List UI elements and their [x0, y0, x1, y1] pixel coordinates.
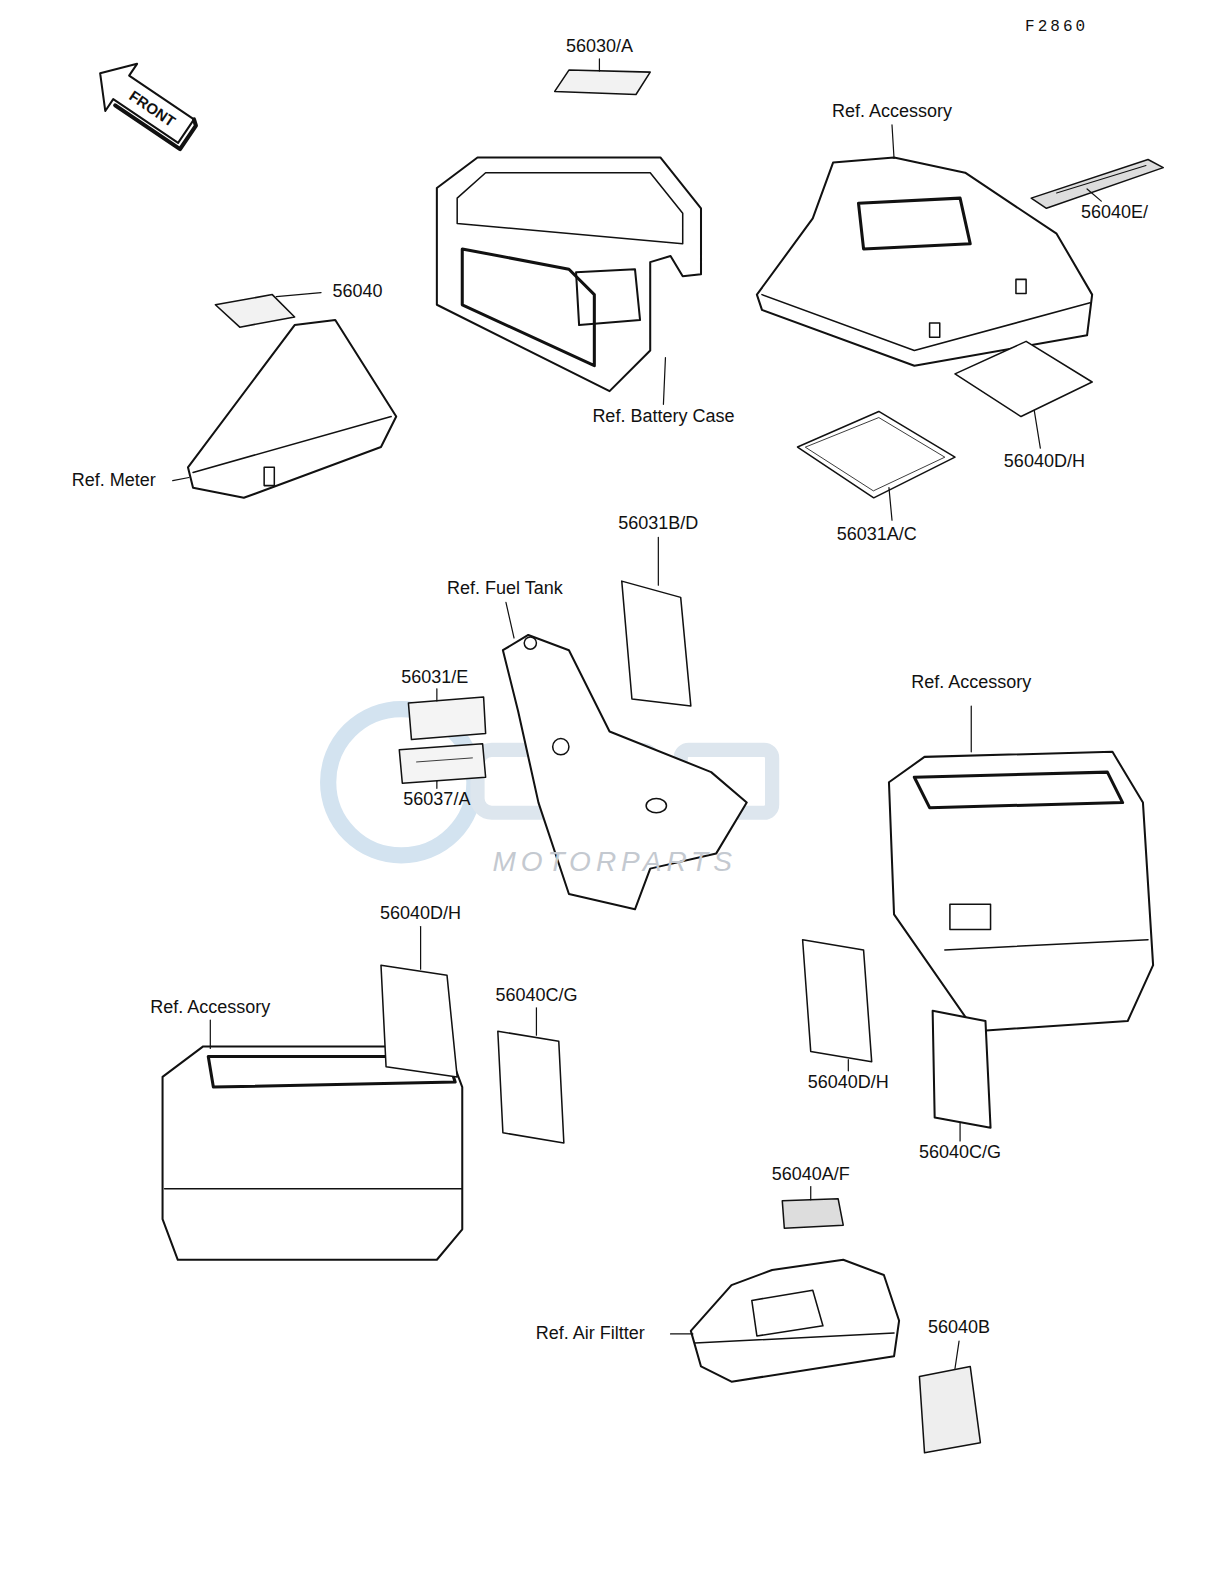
leader-line [210, 1020, 211, 1048]
leader-line [1087, 189, 1101, 201]
case-opening [914, 772, 1122, 808]
case-seam [762, 295, 1090, 351]
decal [803, 940, 872, 1062]
meter-stud [264, 467, 274, 485]
accessory-top-case [757, 157, 1092, 365]
leader-line [892, 125, 894, 159]
reference-label: Ref. Accessory [911, 673, 1031, 693]
accessory-side-case [163, 1046, 463, 1259]
callout-number: 56040D/H [808, 1073, 889, 1093]
decal [555, 70, 650, 94]
decal [215, 295, 294, 328]
callout-number: 56040A/F [772, 1166, 850, 1186]
leader-line [420, 927, 421, 970]
decal [399, 744, 485, 784]
decal-text-lines [417, 758, 473, 762]
leader-line [1034, 410, 1040, 448]
air-filter-seam [695, 1333, 894, 1343]
callout-number: 56030/A [566, 37, 633, 57]
callout-number: 56040B [928, 1318, 990, 1338]
air-filter-cover [691, 1260, 899, 1382]
leader-line [436, 689, 437, 701]
accessory-side-case [889, 752, 1153, 1031]
callout-number: 56040D/H [380, 904, 461, 924]
tank-filler [646, 799, 666, 813]
air-filter-intake [752, 1290, 823, 1336]
meter-seam [193, 417, 391, 473]
decal [798, 411, 955, 497]
decal [498, 1031, 564, 1143]
decal-stripe [1057, 166, 1146, 193]
leader-line [955, 1341, 959, 1368]
callout-number: 56040D/H [1004, 452, 1085, 472]
battery-case-panel [457, 173, 683, 244]
watermark: MOTORPARTS [492, 846, 736, 877]
decal [933, 1011, 991, 1128]
decal [381, 965, 457, 1077]
reference-label: Ref. Fuel Tank [447, 579, 563, 599]
leader-line [599, 59, 600, 71]
leader-line [671, 1333, 693, 1334]
callout-number: 56037/A [403, 790, 470, 810]
callout-number: 56040C/G [919, 1143, 1001, 1163]
decal [622, 581, 691, 706]
direction-label: FRONT [126, 87, 178, 130]
front-arrow-shadow [115, 78, 198, 149]
decal-border [806, 418, 945, 491]
decal [782, 1199, 843, 1228]
reference-label: Ref. Accessory [150, 998, 270, 1018]
case-latch [950, 904, 991, 929]
battery-case [437, 157, 701, 391]
case-latch [1016, 279, 1026, 293]
leader-line [971, 706, 972, 752]
decal [1031, 160, 1163, 209]
reference-label: Ref. Meter [72, 471, 156, 491]
leader-line [889, 488, 892, 521]
battery-case-hatch [576, 269, 640, 325]
leader-line [436, 781, 437, 788]
leader-line [959, 1123, 960, 1141]
figure-number: F2860 [1025, 20, 1088, 38]
decal [955, 341, 1092, 416]
decal [408, 697, 485, 740]
leader-line [276, 293, 321, 297]
tank-cap [524, 637, 536, 649]
case-seam [165, 1188, 463, 1190]
callout-number: 56031B/D [618, 514, 698, 534]
leader-line [658, 537, 659, 585]
reference-label: Ref. Air Filtter [536, 1324, 645, 1344]
reference-label: Ref. Accessory [832, 102, 952, 122]
callout-number: 56031A/C [837, 526, 917, 546]
callout-number: 56040 [333, 282, 383, 302]
front-arrow [84, 50, 206, 158]
leader-line [663, 358, 665, 405]
case-latch [930, 323, 940, 337]
front-arrow-outline [84, 50, 202, 155]
case-window [858, 198, 970, 249]
callout-number: 56040C/G [495, 986, 577, 1006]
reference-label: Ref. Battery Case [592, 407, 734, 427]
callout-number: 56031/E [401, 668, 468, 688]
leader-line [848, 1060, 849, 1071]
case-seam [945, 940, 1148, 950]
meter-cover [188, 320, 396, 498]
battery-case-window [462, 249, 594, 366]
callout-number: 56040E/ [1081, 203, 1148, 223]
leader-line [810, 1187, 811, 1200]
leader-line [536, 1008, 537, 1035]
decal [919, 1366, 980, 1452]
leader-line [506, 602, 514, 638]
leader-line [173, 477, 189, 480]
tank-mount [553, 739, 569, 755]
